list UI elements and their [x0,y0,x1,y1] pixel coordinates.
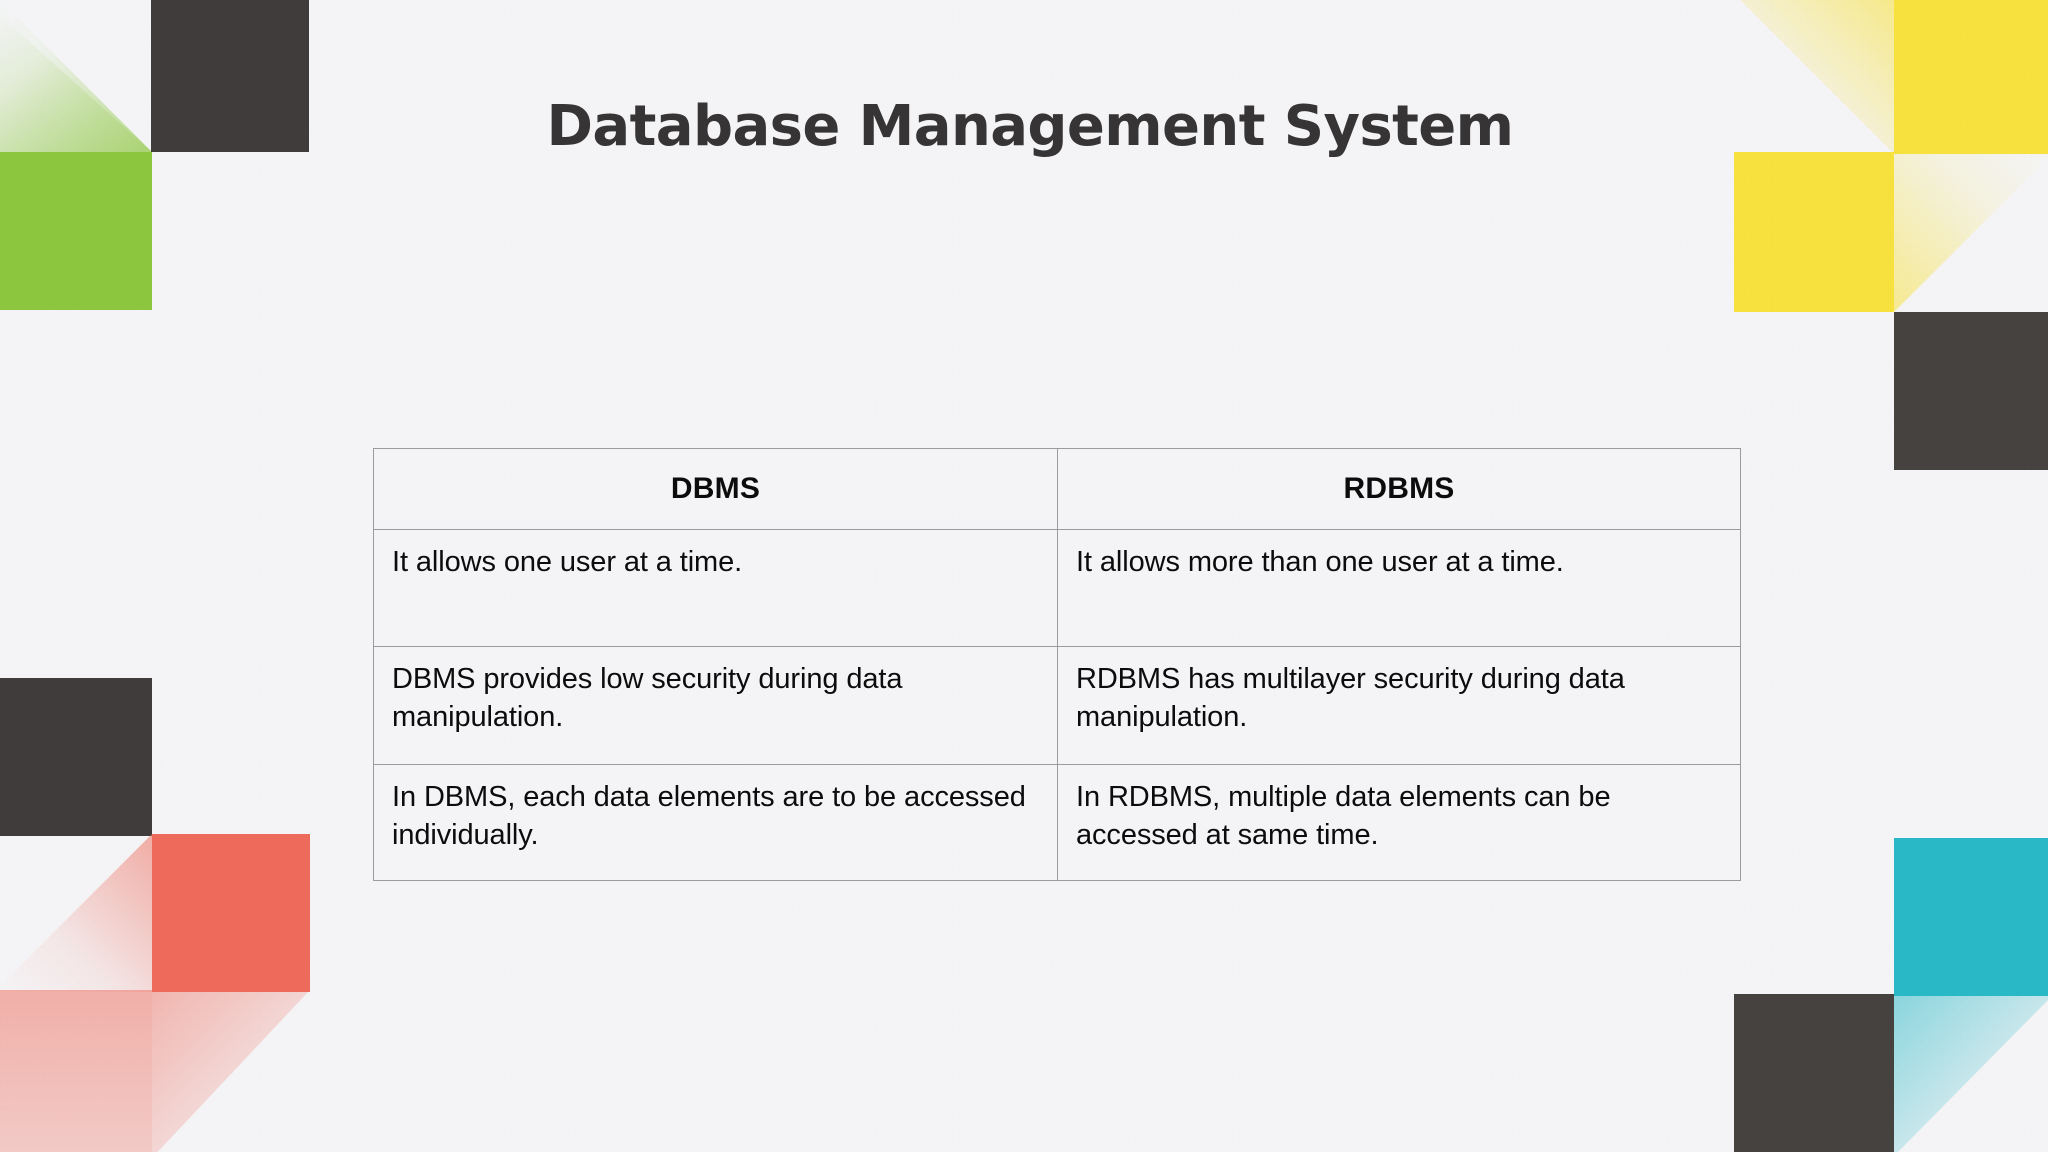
bottom-left-coral-square [152,834,310,992]
bottom-left-coral-fade-triangle-2 [152,990,310,1152]
column-header-rdbms: RDBMS [1057,448,1741,530]
cell-dbms-1: It allows one user at a time. [373,529,1058,647]
top-right-yellow-square [1894,0,2048,154]
comparison-table-container: DBMS RDBMS It allows one user at a time.… [373,448,1741,881]
top-right-charcoal-square [1894,312,2048,470]
bottom-left-coral-fade-square [0,990,152,1152]
cell-rdbms-2: RDBMS has multilayer security during dat… [1057,646,1741,765]
cell-rdbms-3: In RDBMS, multiple data elements can be … [1057,764,1741,881]
table-row: It allows one user at a time. It allows … [373,529,1741,647]
top-right-yellow-square-2 [1734,152,1894,312]
bottom-left-coral-fade-triangle [0,834,152,992]
table-row: In DBMS, each data elements are to be ac… [373,764,1741,881]
cell-dbms-3: In DBMS, each data elements are to be ac… [373,764,1058,881]
column-header-dbms: DBMS [373,448,1058,530]
dbms-rdbms-comparison-table: DBMS RDBMS It allows one user at a time.… [373,448,1741,881]
top-left-green-square [0,152,152,310]
table-row: DBMS provides low security during data m… [373,646,1741,765]
top-right-yellow-fade-triangle-2 [1894,152,2048,312]
table-header-row: DBMS RDBMS [373,448,1741,530]
cell-rdbms-1: It allows more than one user at a time. [1057,529,1741,647]
page-title: Database Management System [546,94,1514,159]
bottom-right-charcoal-square [1734,994,1894,1152]
cell-dbms-2: DBMS provides low security during data m… [373,646,1058,765]
bottom-right-teal-square [1894,838,2048,996]
bottom-right-teal-fade-triangle [1894,994,2048,1152]
top-left-charcoal-square [151,0,309,152]
bottom-left-charcoal-square [0,678,152,836]
